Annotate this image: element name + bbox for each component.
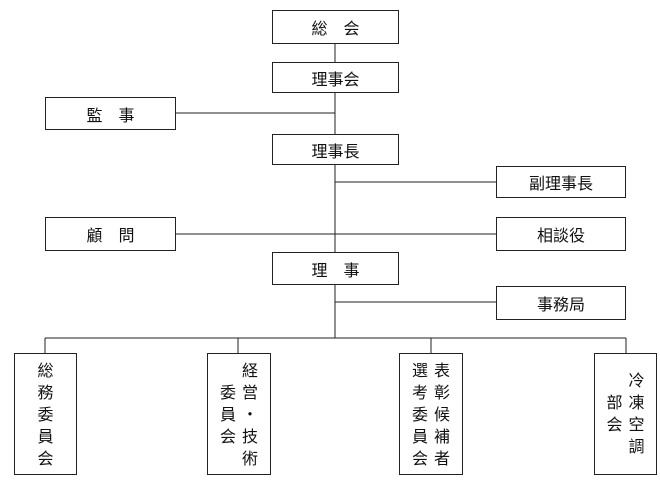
chairman-label: 理事長 (311, 141, 360, 161)
vice-chairman-box: 副理事長 (496, 166, 626, 198)
vertical-char: 凍 (628, 393, 645, 412)
vice-chairman-label: 副理事長 (528, 174, 593, 193)
vertical-char: 会 (411, 449, 428, 468)
vertical-char: 表 (433, 361, 450, 380)
committee-1-column-1: 総務委員会 (36, 360, 56, 470)
vertical-char: 総 (37, 361, 54, 380)
secretariat-label: 事務局 (536, 295, 585, 314)
vertical-char: 委 (219, 383, 236, 402)
committee-3-column-1: 表彰候補者 (432, 360, 452, 470)
vertical-char: 経 (241, 361, 258, 380)
board-label: 理事会 (311, 69, 360, 89)
chairman-box: 理事長 (272, 134, 399, 165)
committee-general-affairs: 総務委員会 (14, 353, 77, 475)
general-meeting-label: 総 会 (311, 19, 360, 38)
vertical-char: 冷 (628, 371, 645, 390)
vertical-char: 務 (37, 383, 54, 402)
vertical-char: 部 (606, 393, 623, 412)
vertical-char: 会 (37, 449, 54, 468)
general-meeting-box: 総 会 (272, 10, 399, 44)
vertical-char: 彰 (433, 383, 450, 402)
auditor-box: 監 事 (45, 97, 176, 130)
vertical-char: 会 (606, 415, 623, 434)
vertical-char: 員 (37, 427, 54, 446)
advisor-label: 顧 問 (86, 226, 135, 245)
vertical-char: 者 (433, 449, 450, 468)
vertical-char: 補 (433, 427, 450, 446)
vertical-char: 候 (433, 405, 450, 424)
directors-label: 理 事 (311, 260, 360, 280)
vertical-char: 術 (241, 449, 258, 468)
vertical-char: 空 (628, 415, 645, 434)
refrigeration-ac-division: 冷凍空調 部会 (594, 353, 657, 475)
committee-4-column-1: 冷凍空調 (627, 370, 647, 458)
vertical-char: 選 (411, 361, 428, 380)
committee-management-technology: 経営・技術 委員会 (207, 353, 271, 475)
committee-2-column-2: 委員会 (218, 360, 238, 448)
board-box: 理事会 (272, 62, 399, 93)
vertical-char: 会 (219, 427, 236, 446)
counselor-label: 相談役 (536, 226, 585, 245)
committee-4-column-2: 部会 (605, 392, 625, 436)
committee-award-selection: 表彰候補者 選考委員会 (399, 353, 463, 475)
vertical-char: 委 (37, 405, 54, 424)
vertical-char: 技 (241, 427, 258, 446)
vertical-char: 委 (411, 405, 428, 424)
counselor-box: 相談役 (496, 217, 626, 251)
secretariat-box: 事務局 (496, 286, 626, 320)
vertical-char: ・ (241, 405, 258, 424)
vertical-char: 考 (411, 383, 428, 402)
advisor-box: 顧 問 (45, 217, 176, 251)
vertical-char: 営 (241, 383, 258, 402)
vertical-char: 員 (219, 405, 236, 424)
committee-3-column-2: 選考委員会 (410, 360, 430, 470)
vertical-char: 員 (411, 427, 428, 446)
vertical-char: 調 (628, 437, 645, 456)
auditor-label: 監 事 (86, 105, 135, 125)
committee-2-column-1: 経営・技術 (240, 360, 260, 470)
directors-box: 理 事 (272, 252, 399, 285)
